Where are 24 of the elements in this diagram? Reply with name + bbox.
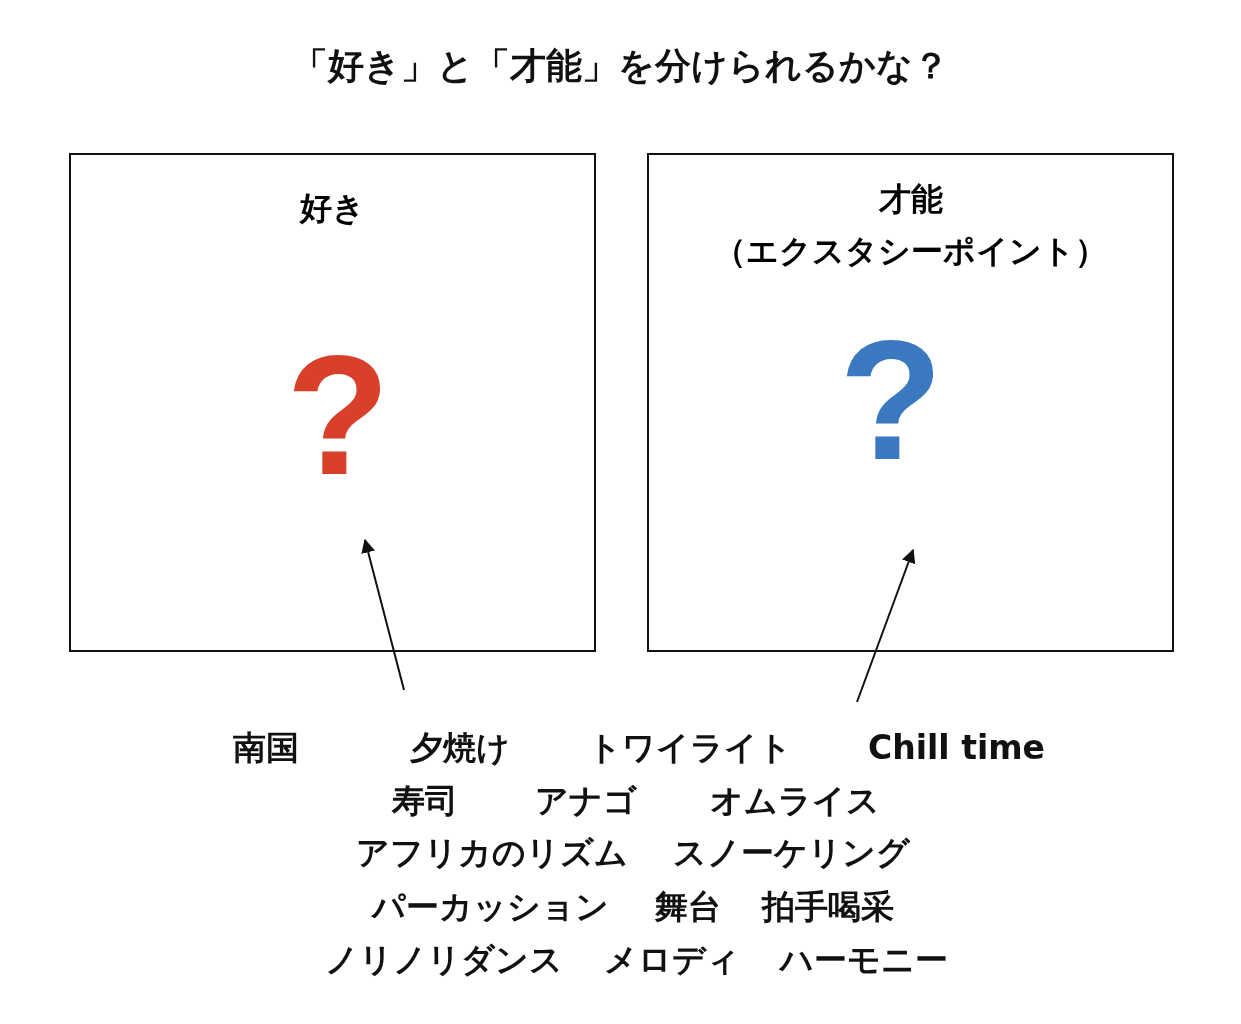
word-label: 拍手喝采 — [762, 887, 894, 927]
word-label: トワイライト — [588, 728, 792, 768]
question-mark: ? — [839, 315, 943, 485]
word-label: 寿司 — [392, 781, 458, 821]
word-label: Chill time — [868, 728, 1045, 768]
word-label: オムライス — [710, 781, 880, 821]
word-label: ノリノリダンス — [325, 940, 563, 980]
word-label: ハーモニー — [780, 940, 948, 980]
word-label: パーカッション — [372, 887, 609, 927]
panel-heading: 好き — [298, 188, 366, 229]
word-label: スノーケリング — [673, 833, 910, 873]
panel-heading: 才能（エクスタシーポイント） — [713, 179, 1108, 272]
word-label: アフリカのリズム — [356, 833, 628, 873]
word-label: メロディ — [604, 940, 740, 980]
word-label: 舞台 — [655, 887, 721, 927]
panel-box — [647, 153, 1174, 652]
title: 「好き」と「才能」を分けられるかな？ — [291, 44, 950, 88]
word-label: 南国 — [233, 728, 299, 768]
panel-box — [69, 153, 596, 652]
word-label: アナゴ — [535, 781, 637, 821]
arrow — [856, 548, 916, 703]
question-mark: ? — [286, 330, 390, 500]
word-label: 夕焼け — [410, 728, 510, 768]
arrow — [361, 538, 405, 691]
